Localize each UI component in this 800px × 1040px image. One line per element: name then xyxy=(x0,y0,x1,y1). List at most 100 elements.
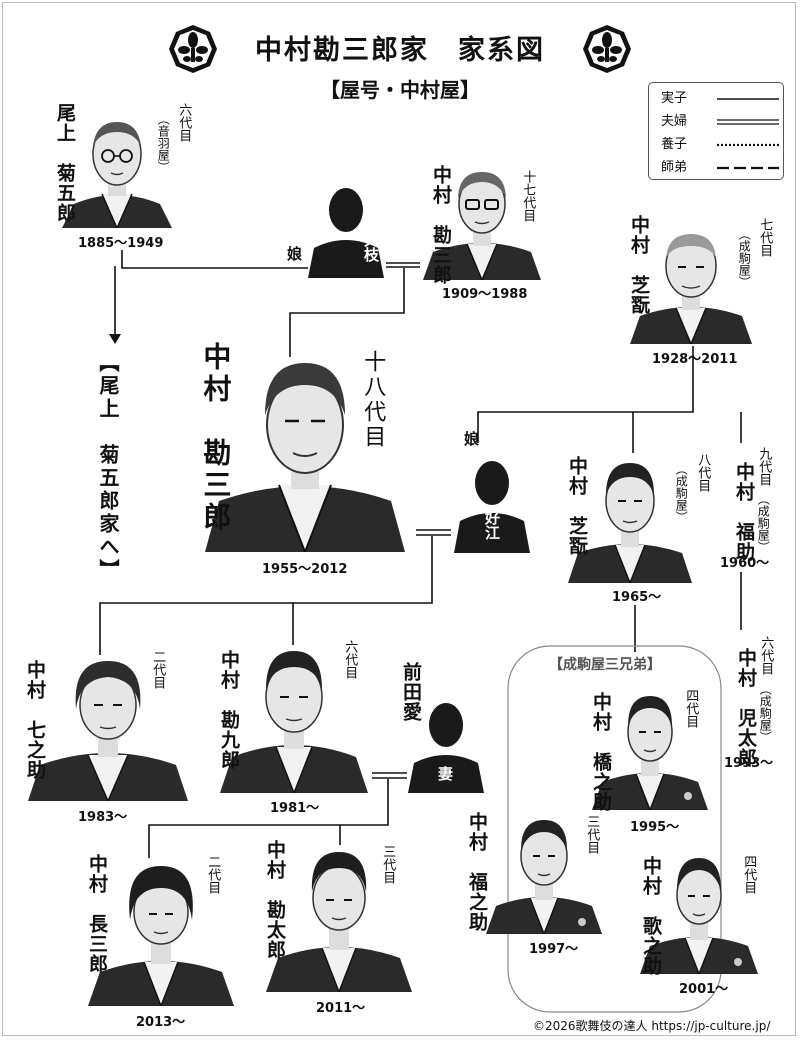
legend-row-master-disciple: 師弟 xyxy=(661,158,781,178)
name-kanzaburo18: 中村 勘三郎 xyxy=(199,342,233,534)
name-fukunosuke3: 中村 福之助 xyxy=(465,812,488,932)
name-kankuro6: 中村 勘九郎 xyxy=(217,650,240,770)
arrow-head-icon xyxy=(109,334,121,344)
name-shikan8: 中村 芝翫 xyxy=(565,456,588,556)
onoe-house-branch-label: 【尾上 菊五郎家へ】 xyxy=(96,352,120,582)
name-fukusuke9: 中村 福助 xyxy=(732,462,755,562)
dashed-line-swatch xyxy=(717,166,779,170)
narikomaya-group-box xyxy=(507,645,722,1013)
yago-label: 【屋号・中村屋】 xyxy=(320,78,480,102)
silhouette-maedaai xyxy=(408,703,484,793)
portrait-utanosuke4 xyxy=(640,858,758,974)
double-line-swatch xyxy=(717,119,779,125)
legend-label: 師弟 xyxy=(661,160,688,175)
years-shikan8: 1965〜 xyxy=(612,590,662,605)
years-kikugoro6: 1885〜1949 xyxy=(78,236,164,251)
name-maedaai: 前田愛 xyxy=(399,662,422,722)
portrait-shikan8 xyxy=(568,463,692,583)
line-kikugoro-to-kue xyxy=(121,250,308,269)
years-kankuro6: 1981〜 xyxy=(270,801,320,816)
line-couple-to-kanzaburo18 xyxy=(289,268,405,357)
generation-chosaburo2: 二代目 xyxy=(205,855,221,894)
generation-fukunosuke3: 三代目 xyxy=(584,815,600,854)
name-yoshie: 好江 xyxy=(483,510,501,540)
generation-utanosuke4: 四代目 xyxy=(741,855,757,894)
house-kotaro6: （成駒屋） xyxy=(758,683,773,743)
portrait-shichinosuke2 xyxy=(28,661,188,801)
portrait-kankuro6 xyxy=(220,651,368,793)
name-utanosuke4: 中村 歌之助 xyxy=(639,856,662,976)
years-utanosuke4: 2001〜 xyxy=(679,982,729,997)
years-shikan7: 1928〜2011 xyxy=(652,352,738,367)
name-shichinosuke2: 中村 七之助 xyxy=(23,660,46,780)
line-legend: 実子 夫婦 養子 師弟 xyxy=(648,82,784,180)
years-hashinosuke4: 1995〜 xyxy=(630,820,680,835)
page-title: 中村勘三郎家 家系図 xyxy=(255,35,545,66)
legend-row-married: 夫婦 xyxy=(661,112,781,132)
years-chosaburo2: 2013〜 xyxy=(136,1015,186,1030)
generation-shikan7: 七代目 xyxy=(757,218,773,257)
role-maedaai: 妻 xyxy=(436,766,454,781)
portrait-chosaburo2 xyxy=(88,866,234,1006)
generation-kanzaburo17: 十七代目 xyxy=(520,170,536,222)
legend-row-adopted: 養子 xyxy=(661,135,781,155)
generation-shikan8: 八代目 xyxy=(695,453,711,492)
copyright-credit: ©2026歌舞伎の達人 https://jp-culture.jp/ xyxy=(533,1019,771,1033)
name-kantaro3: 中村 勘太郎 xyxy=(263,840,286,960)
portrait-kanzaburo17 xyxy=(423,172,541,280)
nakamuraya-crest-icon xyxy=(583,25,631,73)
generation-kantaro3: 三代目 xyxy=(380,845,396,884)
solid-line-swatch xyxy=(717,98,779,100)
years-shichinosuke2: 1983〜 xyxy=(78,810,128,825)
silhouette-kue xyxy=(308,188,384,278)
name-kikugoro6: 尾上 菊五郎 xyxy=(53,103,76,223)
generation-kanzaburo18: 十八代目 xyxy=(360,350,386,450)
generation-kikugoro6: 六代目 xyxy=(176,103,192,142)
line-shikan7-children xyxy=(477,346,694,443)
house-kikugoro6: （音羽屋） xyxy=(156,113,171,173)
name-chosaburo2: 中村 長三郎 xyxy=(85,854,108,974)
generation-hashinosuke4: 四代目 xyxy=(683,689,699,728)
house-shikan8: （成駒屋） xyxy=(674,463,689,523)
name-kue: 久枝 xyxy=(362,232,380,262)
name-shikan7: 中村 芝翫 xyxy=(627,215,650,315)
dotted-line-swatch xyxy=(717,143,779,147)
line-couple-to-sons xyxy=(99,536,433,655)
legend-label: 養子 xyxy=(661,137,688,152)
years-fukusuke9: 1960〜 xyxy=(720,556,770,571)
house-fukusuke9: （成駒屋） xyxy=(756,493,771,553)
portrait-shikan7 xyxy=(630,234,752,344)
years-kanzaburo17: 1909〜1988 xyxy=(442,287,528,302)
couple-kankuro6-maedaai xyxy=(372,772,407,779)
legend-label: 夫婦 xyxy=(661,114,688,129)
legend-row-biological: 実子 xyxy=(661,89,781,109)
generation-fukusuke9: 九代目 xyxy=(756,447,772,486)
years-kanzaburo18: 1955〜2012 xyxy=(262,562,348,577)
years-fukunosuke3: 1997〜 xyxy=(529,942,579,957)
house-shikan7: （成駒屋） xyxy=(737,228,752,288)
portrait-kikugoro6 xyxy=(62,122,172,228)
portrait-kantaro3 xyxy=(266,852,412,992)
nakamuraya-crest-icon xyxy=(169,25,217,73)
portrait-hashinosuke4 xyxy=(592,696,708,810)
portrait-fukunosuke3 xyxy=(486,820,602,934)
role-yoshie: 娘 xyxy=(464,430,480,448)
name-kanzaburo17: 中村 勘三郎 xyxy=(429,165,452,285)
name-hashinosuke4: 中村 橋之助 xyxy=(589,692,612,812)
couple-kanzaburo18-yoshie xyxy=(416,529,451,536)
legend-label: 実子 xyxy=(661,91,688,106)
line-couple-to-grandsons xyxy=(148,779,389,858)
generation-shichinosuke2: 二代目 xyxy=(150,650,166,689)
role-kue: 娘 xyxy=(287,245,303,263)
portrait-kanzaburo18 xyxy=(205,363,405,552)
narikomaya-brothers-label: 【成駒屋三兄弟】 xyxy=(549,657,661,673)
years-kotaro6: 1993〜 xyxy=(724,756,774,771)
silhouette-yoshie xyxy=(454,461,530,553)
couple-kue-kanzaburo17 xyxy=(386,262,420,268)
name-kotaro6: 中村 児太郎 xyxy=(734,648,757,768)
generation-kankuro6: 六代目 xyxy=(342,640,358,679)
years-kantaro3: 2011〜 xyxy=(316,1001,366,1016)
